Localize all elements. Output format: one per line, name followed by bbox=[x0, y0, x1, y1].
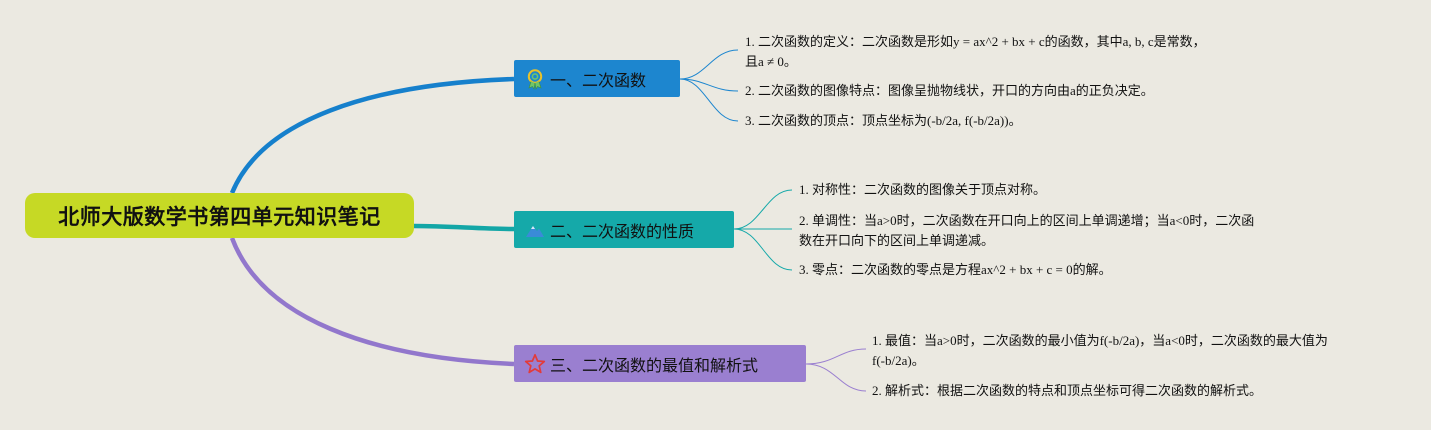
branch-topic-1[interactable]: 一、二次函数 bbox=[514, 60, 680, 97]
connector-leaf-2-3 bbox=[733, 228, 793, 271]
connector-leaf-1-1 bbox=[679, 49, 739, 80]
connector-leaf-3-2 bbox=[805, 363, 867, 392]
branch-topic-2[interactable]: 二、二次函数的性质 bbox=[514, 211, 734, 248]
connector-leaf-1-2 bbox=[679, 78, 739, 92]
leaf-3-2[interactable]: 2. 解析式：根据二次函数的特点和顶点坐标可得二次函数的解析式。 bbox=[872, 383, 1263, 398]
leaf-3-1[interactable]: 1. 最值：当a>0时，二次函数的最小值为f(-b/2a)，当a<0时，二次函数… bbox=[872, 333, 1328, 368]
leaf-2-1[interactable]: 1. 对称性：二次函数的图像关于顶点对称。 bbox=[799, 182, 1047, 197]
leaf-2-2[interactable]: 2. 单调性：当a>0时，二次函数在开口向上的区间上单调递增；当a<0时，二次函… bbox=[799, 213, 1255, 248]
star-icon bbox=[524, 353, 546, 373]
leaf-1-3[interactable]: 3. 二次函数的顶点：顶点坐标为(-b/2a, f(-b/2a))。 bbox=[745, 113, 1022, 128]
mountain-icon bbox=[526, 225, 544, 237]
root-topic-label: 北师大版数学书第四单元知识笔记 bbox=[58, 204, 381, 229]
leaf-1-1[interactable]: 1. 二次函数的定义：二次函数是形如y = ax^2 + bx + c的函数，其… bbox=[745, 34, 1206, 69]
connector-leaf-2-1 bbox=[733, 189, 793, 230]
connector-branch-1 bbox=[229, 76, 515, 194]
connector-branch-3 bbox=[229, 237, 515, 367]
root-topic[interactable]: 北师大版数学书第四单元知识笔记 bbox=[25, 193, 414, 238]
award-medal-icon bbox=[527, 68, 543, 90]
connector-leaf-1-3 bbox=[679, 78, 739, 122]
connector-branch-2 bbox=[413, 223, 515, 232]
leaf-2-3[interactable]: 3. 零点：二次函数的零点是方程ax^2 + bx + c = 0的解。 bbox=[799, 262, 1112, 277]
branch-topic-2-label: 二、二次函数的性质 bbox=[550, 221, 695, 241]
branch-topic-3[interactable]: 三、二次函数的最值和解析式 bbox=[514, 345, 806, 382]
leaf-1-2[interactable]: 2. 二次函数的图像特点：图像呈抛物线状，开口的方向由a的正负决定。 bbox=[745, 83, 1154, 98]
branch-topic-1-label: 一、二次函数 bbox=[550, 70, 647, 90]
connector-leaf-3-1 bbox=[805, 348, 867, 365]
branch-topic-3-label: 三、二次函数的最值和解析式 bbox=[550, 355, 759, 375]
